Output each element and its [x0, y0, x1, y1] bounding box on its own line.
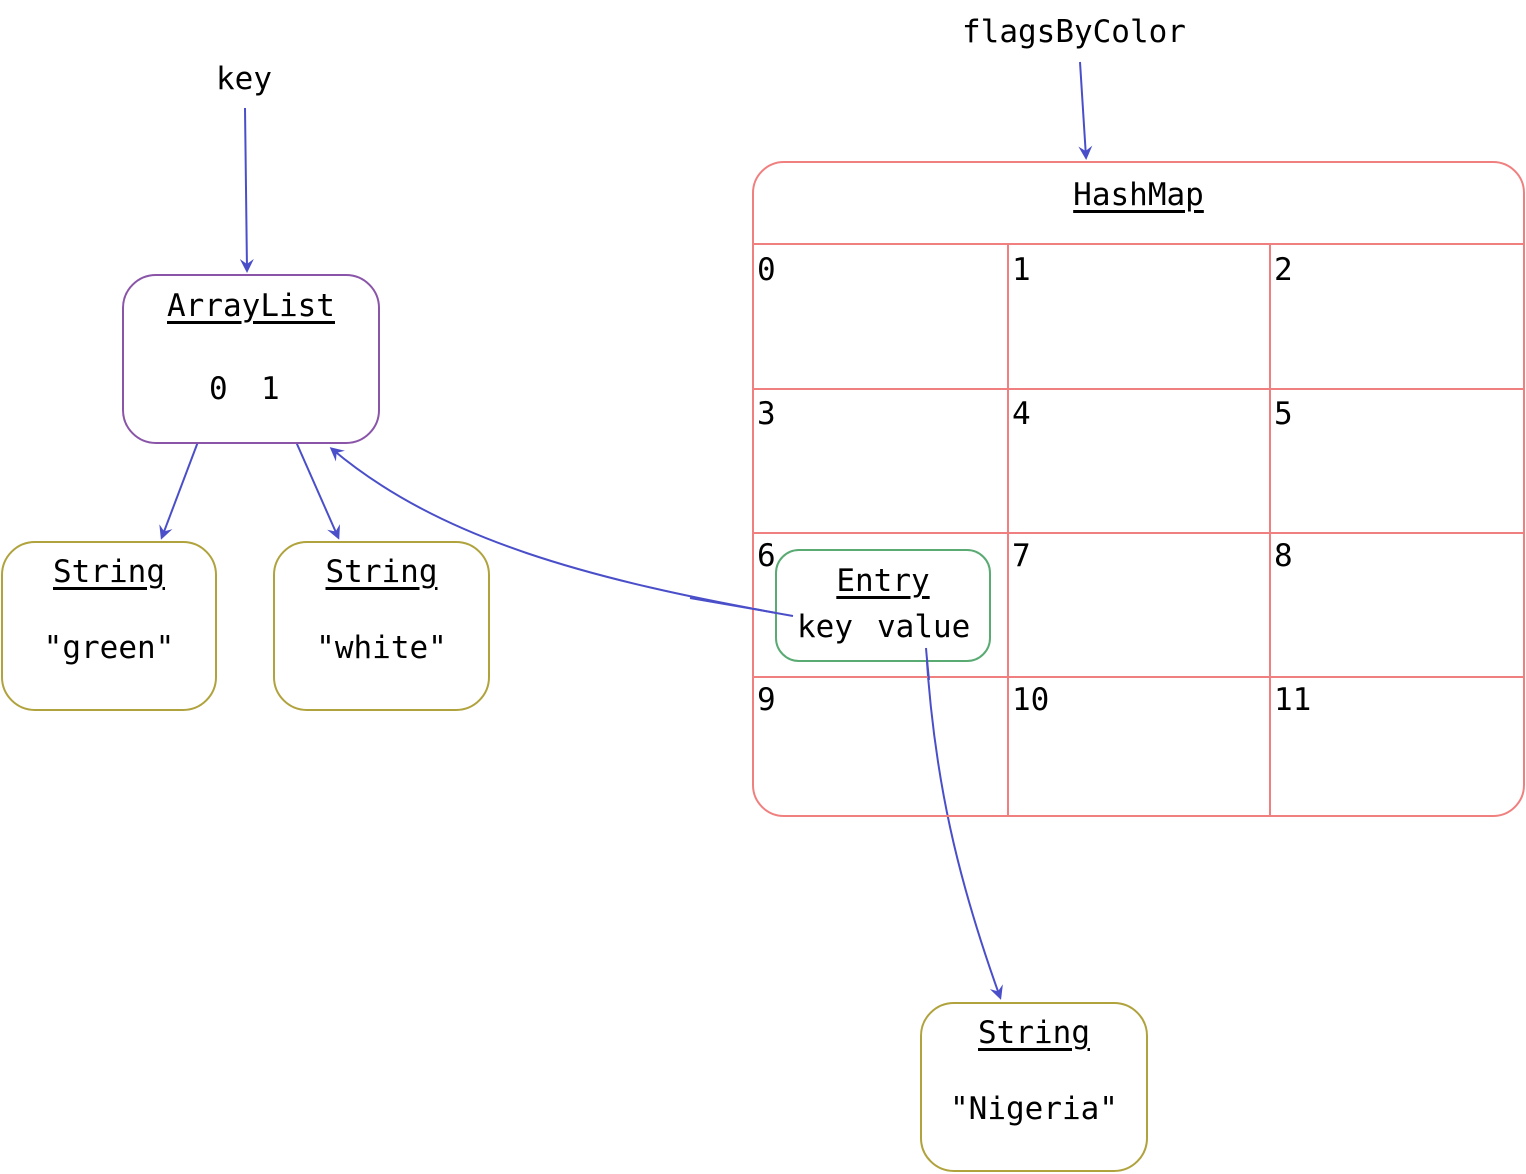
hashmap-bucket-6: 6: [757, 538, 776, 574]
hashmap-bucket-7: 7: [1012, 538, 1031, 574]
string-green-value: "green": [43, 630, 175, 666]
hashmap-bucket-10: 10: [1012, 682, 1050, 718]
hashmap-bucket-3: 3: [757, 396, 776, 432]
arrow-entry-key-start: [689, 597, 794, 617]
entry-title: Entry: [836, 563, 930, 599]
arrow-entry-key-to-arraylist: [329, 447, 794, 617]
variable-key-label: key: [216, 61, 272, 97]
arrow-key-to-arraylist: [239, 107, 254, 273]
arraylist-index-0: 0: [209, 371, 228, 407]
string-nigeria-value: "Nigeria": [950, 1091, 1118, 1127]
hashmap-bucket-11: 11: [1274, 682, 1312, 718]
hashmap-bucket-4: 4: [1012, 396, 1031, 432]
hashmap-title: HashMap: [1073, 177, 1204, 213]
string-green-box: String "green": [1, 541, 217, 711]
arrow-entry-value-start: [925, 647, 930, 681]
arraylist-title: ArrayList: [167, 288, 335, 324]
arraylist-index-1: 1: [261, 371, 280, 407]
arrow-entry-value-to-nigeria: [925, 647, 1003, 1000]
string-nigeria-box: String "Nigeria": [920, 1002, 1148, 1172]
variable-flagsbycolor-label: flagsByColor: [962, 14, 1186, 50]
string-green-title: String: [53, 554, 165, 590]
string-white-title: String: [325, 554, 438, 590]
hashmap-bucket-5: 5: [1274, 396, 1293, 432]
arrow-flagsbycolor-to-hashmap: [1078, 61, 1093, 160]
entry-key-field: key: [797, 609, 853, 645]
hashmap-bucket-9: 9: [757, 682, 776, 718]
entry-value-field: value: [877, 609, 971, 645]
string-white-box: String "white": [273, 541, 490, 711]
hashmap-bucket-2: 2: [1274, 252, 1293, 288]
string-nigeria-title: String: [978, 1015, 1090, 1051]
entry-box: Entry key value: [775, 549, 991, 662]
hashmap-bucket-8: 8: [1274, 538, 1293, 574]
hashmap-box: HashMap: [752, 161, 1525, 817]
hashmap-bucket-1: 1: [1012, 252, 1031, 288]
hashmap-bucket-0: 0: [757, 252, 776, 288]
string-white-value: "white": [316, 630, 447, 666]
arraylist-box: ArrayList 0 1: [122, 274, 380, 444]
